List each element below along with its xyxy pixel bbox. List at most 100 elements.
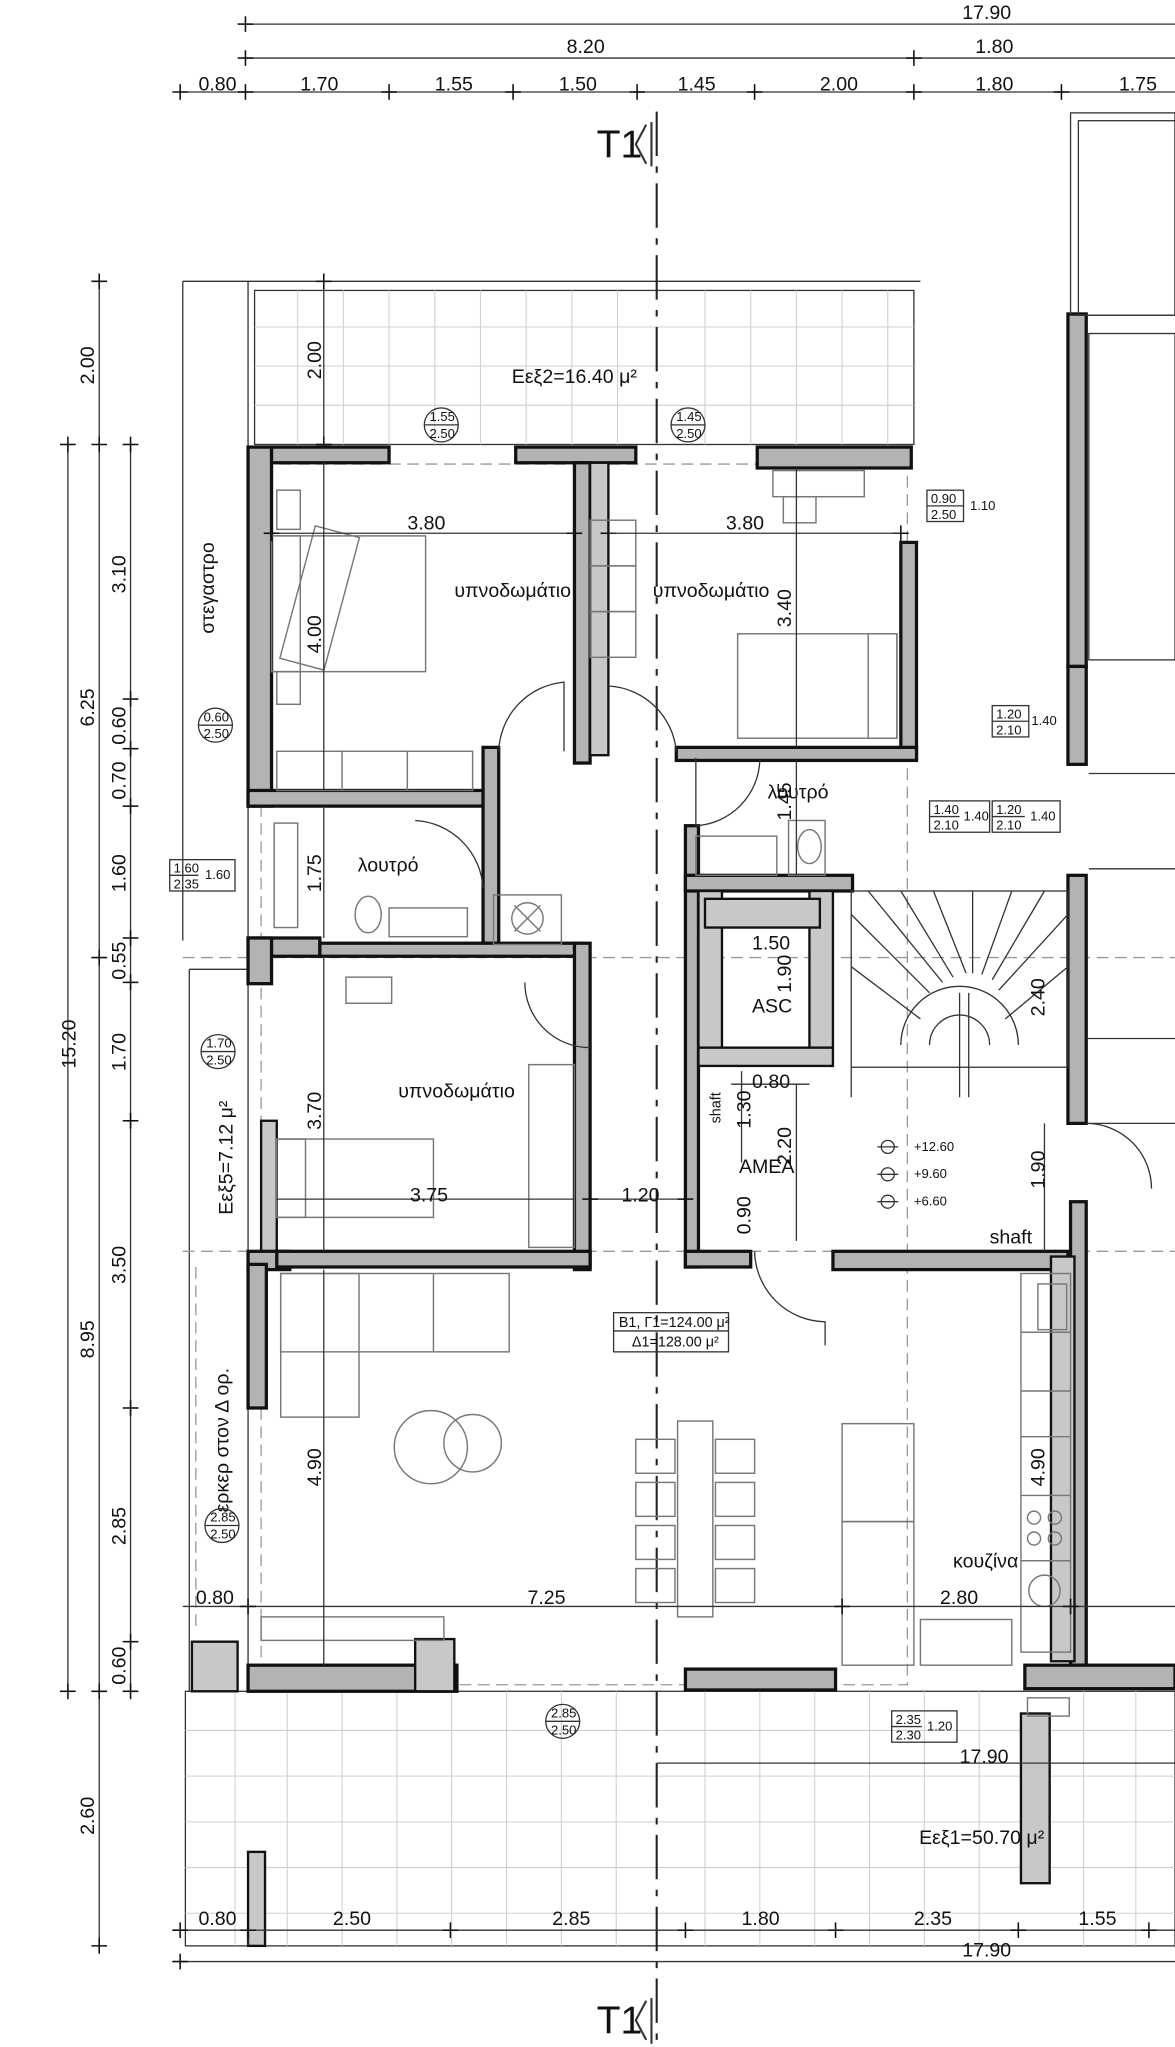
svg-text:3.80: 3.80 [407,512,445,534]
left-chain-dim: 1.60 [108,854,130,892]
balcony-top-area: Εεξ2=16.40 μ² [512,366,638,388]
bedroom-label: υπνοδωμάτιο [398,1080,515,1102]
bottom-seg-dim: 2.50 [333,1908,371,1930]
left-chain-dim: 2.85 [108,1507,130,1545]
svg-text:1.40: 1.40 [1031,713,1056,728]
svg-text:2.50: 2.50 [204,726,229,741]
left-chain-dim: 0.60 [108,707,130,745]
section-marker-top: T1 [597,122,653,167]
svg-text:T1: T1 [597,1999,643,2042]
svg-text:2.50: 2.50 [676,426,701,441]
svg-text:2.80: 2.80 [940,1587,978,1609]
kitchen-label: κουζίνα [953,1550,1018,1572]
top-left-part-dim: 8.20 [567,36,605,58]
bay-label: ερκερ στον Δ ορ. [211,1368,233,1512]
level-label: +6.60 [914,1194,947,1209]
room-labels: υπνοδωμάτιο υπνοδωμάτιο υπνοδωμάτιο λουτ… [197,542,1033,1572]
bottom-seg-dim: 1.55 [1078,1908,1116,1930]
left-chain-dim: 2.60 [77,1797,99,1835]
svg-text:1.40: 1.40 [963,808,988,823]
apartment-area-1: Β1, Γ1=124.00 μ² [619,1315,730,1331]
left-balcony [188,968,249,1692]
svg-text:2.85: 2.85 [551,1705,576,1720]
balcony-left-area: Εεξ5=7.12 μ² [215,1100,237,1215]
svg-text:3.75: 3.75 [410,1185,448,1207]
svg-text:0.80: 0.80 [196,1587,234,1609]
doors [415,681,1153,1346]
walls [190,312,1175,1693]
bedroom-label: υπνοδωμάτιο [653,580,770,602]
svg-text:1.20: 1.20 [621,1185,659,1207]
top-seg-dim: 1.70 [300,74,338,96]
accessible-label: ΑΜΕΑ [739,1156,795,1178]
svg-text:1.40: 1.40 [933,802,958,817]
left-dimensions: 15.20 6.25 8.95 2.00 3.10 0.60 0.70 1.60… [59,272,140,1955]
bottom-seg-dim: 2.85 [552,1908,590,1930]
svg-text:2.50: 2.50 [210,1527,235,1542]
svg-text:1.70: 1.70 [206,1036,231,1051]
bottom-seg-dim: 0.80 [198,1908,236,1930]
left-chain-dim: 0.60 [108,1647,130,1685]
svg-text:T1: T1 [597,123,643,166]
top-seg-dim: 1.45 [678,74,716,96]
bedroom-label: υπνοδωμάτιο [454,580,571,602]
svg-text:1.50: 1.50 [752,933,790,955]
svg-text:3.70: 3.70 [304,1092,326,1130]
svg-text:2.30: 2.30 [896,1728,921,1743]
svg-text:2.35: 2.35 [896,1712,921,1727]
shaft-label: shaft [990,1226,1033,1248]
svg-text:0.90: 0.90 [734,1196,756,1234]
svg-text:1.55: 1.55 [430,409,455,424]
svg-text:1.90: 1.90 [1027,1150,1049,1188]
svg-text:1.10: 1.10 [970,498,995,513]
svg-text:1.20: 1.20 [996,802,1021,817]
left-chain-dim: 3.50 [108,1246,130,1284]
svg-text:2.10: 2.10 [933,818,958,833]
svg-text:1.30: 1.30 [734,1090,756,1128]
top-seg-dim: 1.55 [435,74,473,96]
top-seg-dim: 1.75 [1119,74,1157,96]
opening-tags: 1.55 2.50 1.45 2.50 0.60 2.50 1.70 2.50 … [197,407,706,1739]
bottom-seg-dim: 1.80 [742,1908,780,1930]
bathroom-label: λουτρό [358,854,419,876]
top-overall-dim: 17.90 [962,2,1011,24]
canopy-label: στεγαστρο [197,542,219,634]
level-label: +12.60 [914,1139,954,1154]
top-seg-dim: 0.80 [198,74,236,96]
level-markers: +12.60 +9.60 +6.60 [877,1139,954,1209]
bottom-seg-dim: 2.35 [914,1908,952,1930]
svg-text:2.10: 2.10 [996,722,1021,737]
svg-text:1.20: 1.20 [996,707,1021,722]
adjacent-building [1069,112,1175,1125]
svg-text:1.40: 1.40 [1030,808,1055,823]
top-right-part-dim: 1.80 [975,36,1013,58]
svg-text:1.60: 1.60 [174,861,199,876]
left-chain-dim: 0.70 [108,761,130,799]
svg-text:4.90: 4.90 [1027,1448,1049,1486]
svg-text:2.40: 2.40 [1027,978,1049,1016]
left-chain-dim: 1.70 [108,1033,130,1071]
left-chain-dim: 3.10 [108,555,130,593]
svg-text:1.75: 1.75 [304,854,326,892]
svg-text:7.25: 7.25 [527,1587,565,1609]
level-label: +9.60 [914,1166,947,1181]
bottom-balcony [184,1690,1175,1948]
bottom-dimensions: 0.80 2.50 2.85 1.80 2.35 1.55 17.90 [171,1908,1175,1971]
svg-text:2.00: 2.00 [304,341,326,379]
svg-text:2.35: 2.35 [174,876,199,891]
svg-text:1.60: 1.60 [205,867,230,882]
svg-text:1.20: 1.20 [927,1718,952,1733]
left-overall-dim: 15.20 [59,1019,81,1068]
svg-text:2.10: 2.10 [996,818,1021,833]
svg-text:2.85: 2.85 [210,1510,235,1525]
top-dimensions: 17.90 8.20 1.80 0.80 1.70 1.55 1.50 1.45… [171,2,1175,101]
svg-text:2.50: 2.50 [931,507,956,522]
furniture [260,469,1072,1717]
svg-text:0.90: 0.90 [931,491,956,506]
balcony-bottom-area: Εεξ1=50.70 μ² [919,1827,1045,1849]
top-balcony [182,272,921,941]
apartment-area-2: Δ1=128.00 μ² [632,1335,719,1351]
svg-text:3.40: 3.40 [774,589,796,627]
section-marker-bottom: T1 [597,1998,653,2044]
